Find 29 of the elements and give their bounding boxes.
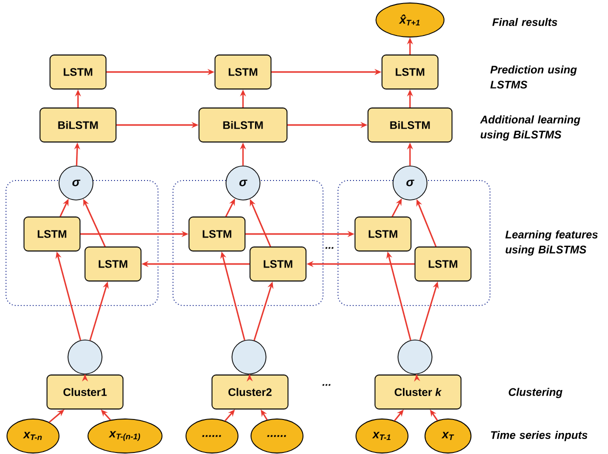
process-box: LSTM xyxy=(188,216,246,252)
process-box: LSTM xyxy=(214,54,272,90)
process-box: LSTM xyxy=(84,246,142,282)
process-box: LSTM xyxy=(354,216,412,252)
process-box: LSTM xyxy=(24,216,80,252)
process-box: Cluster2 xyxy=(212,374,288,410)
stage-label: Additional learning using BiLSTMS xyxy=(480,115,580,141)
empty-circle xyxy=(68,340,102,374)
ellipsis: ... xyxy=(322,384,330,386)
empty-circle xyxy=(232,340,266,374)
process-box: BiLSTM xyxy=(368,108,452,142)
stage-label: Prediction using LSTMS xyxy=(490,65,577,89)
stage-label: Learning features using BiLSTMS xyxy=(505,230,598,256)
bilstm-group xyxy=(172,180,324,306)
stage-label: Time series inputs xyxy=(490,430,588,442)
process-box: LSTM xyxy=(250,246,306,282)
process-box: LSTM xyxy=(382,54,438,90)
bilstm-group xyxy=(338,180,490,306)
stage-label: Clustering xyxy=(508,388,562,398)
process-box: Cluster1 xyxy=(46,374,124,410)
process-box: Cluster k xyxy=(374,374,462,410)
process-box: LSTM xyxy=(414,246,472,282)
process-box: BiLSTM xyxy=(40,108,116,142)
bilstm-group xyxy=(6,180,158,306)
ellipsis: ... xyxy=(325,247,334,249)
process-box: LSTM xyxy=(50,54,106,90)
stage-label: Final results xyxy=(492,18,558,26)
process-box: BiLSTM xyxy=(198,108,288,142)
empty-circle xyxy=(398,340,432,374)
